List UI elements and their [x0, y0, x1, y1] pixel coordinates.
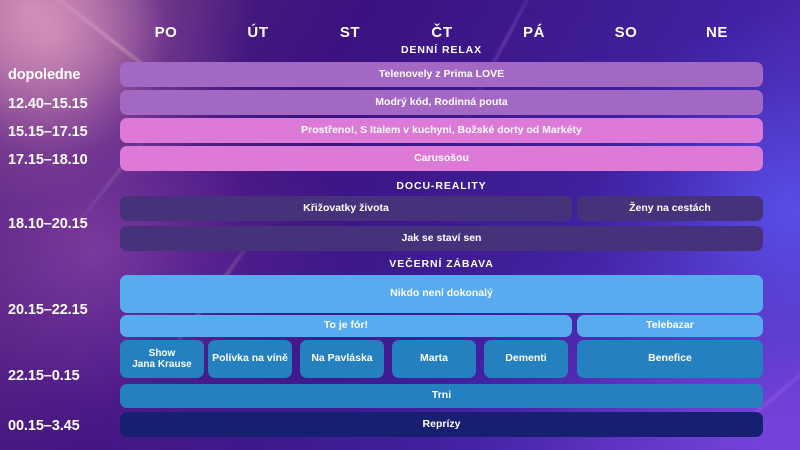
- program-reprizy[interactable]: Reprízy: [120, 412, 763, 437]
- program-trni[interactable]: Trni: [120, 384, 763, 408]
- day-header-pa: PÁ: [522, 24, 546, 41]
- day-header-st: ST: [339, 24, 361, 41]
- program-marta[interactable]: Marta: [392, 340, 476, 378]
- program-dementi[interactable]: Dementi: [484, 340, 568, 378]
- time-label-0015-345: 00.15–3.45: [8, 418, 80, 434]
- time-label-1240-1515: 12.40–15.15: [8, 96, 88, 112]
- program-zeny-na-cestach[interactable]: Ženy na cestách: [577, 196, 763, 221]
- day-header-ne: NE: [705, 24, 729, 41]
- time-label-1715-1810: 17.15–18.10: [8, 152, 88, 168]
- program-telebazar[interactable]: Telebazar: [577, 315, 763, 337]
- time-label-dopoledne: dopoledne: [8, 67, 81, 83]
- day-header-ut: ÚT: [247, 24, 269, 41]
- day-header-ct: ČT: [431, 24, 453, 41]
- day-header-po: PO: [154, 24, 178, 41]
- time-label-2215-015: 22.15–0.15: [8, 368, 80, 384]
- program-krizovatky-zivota[interactable]: Křižovatky života: [120, 196, 572, 221]
- time-label-1515-1715: 15.15–17.15: [8, 124, 88, 140]
- program-nikdo-neni-dokonaly[interactable]: Nikdo není dokonalý: [120, 275, 763, 313]
- program-jak-se-stavi-sen[interactable]: Jak se staví sen: [120, 226, 763, 251]
- section-header-vecerni-zabava: VEČERNÍ ZÁBAVA: [389, 258, 494, 270]
- program-prostreno[interactable]: Prostřeno!, S Italem v kuchyni, Božské d…: [120, 118, 763, 143]
- program-carusosou[interactable]: Carusošou: [120, 146, 763, 171]
- program-modry-kod[interactable]: Modrý kód, Rodinná pouta: [120, 90, 763, 115]
- section-header-denni-relax: DENNÍ RELAX: [400, 44, 483, 56]
- program-to-je-for[interactable]: To je fór!: [120, 315, 572, 337]
- program-polivka-na-vine[interactable]: Polívka na víně: [208, 340, 292, 378]
- program-benefice[interactable]: Benefice: [577, 340, 763, 378]
- time-label-2015-2215: 20.15–22.15: [8, 302, 88, 318]
- program-na-pavlaska[interactable]: Na Pavláska: [300, 340, 384, 378]
- program-telenovely[interactable]: Telenovely z Prima LOVE: [120, 62, 763, 87]
- day-header-so: SO: [614, 24, 638, 41]
- time-label-1810-2015: 18.10–20.15: [8, 216, 88, 232]
- section-header-docu-reality: DOCU-REALITY: [396, 180, 487, 192]
